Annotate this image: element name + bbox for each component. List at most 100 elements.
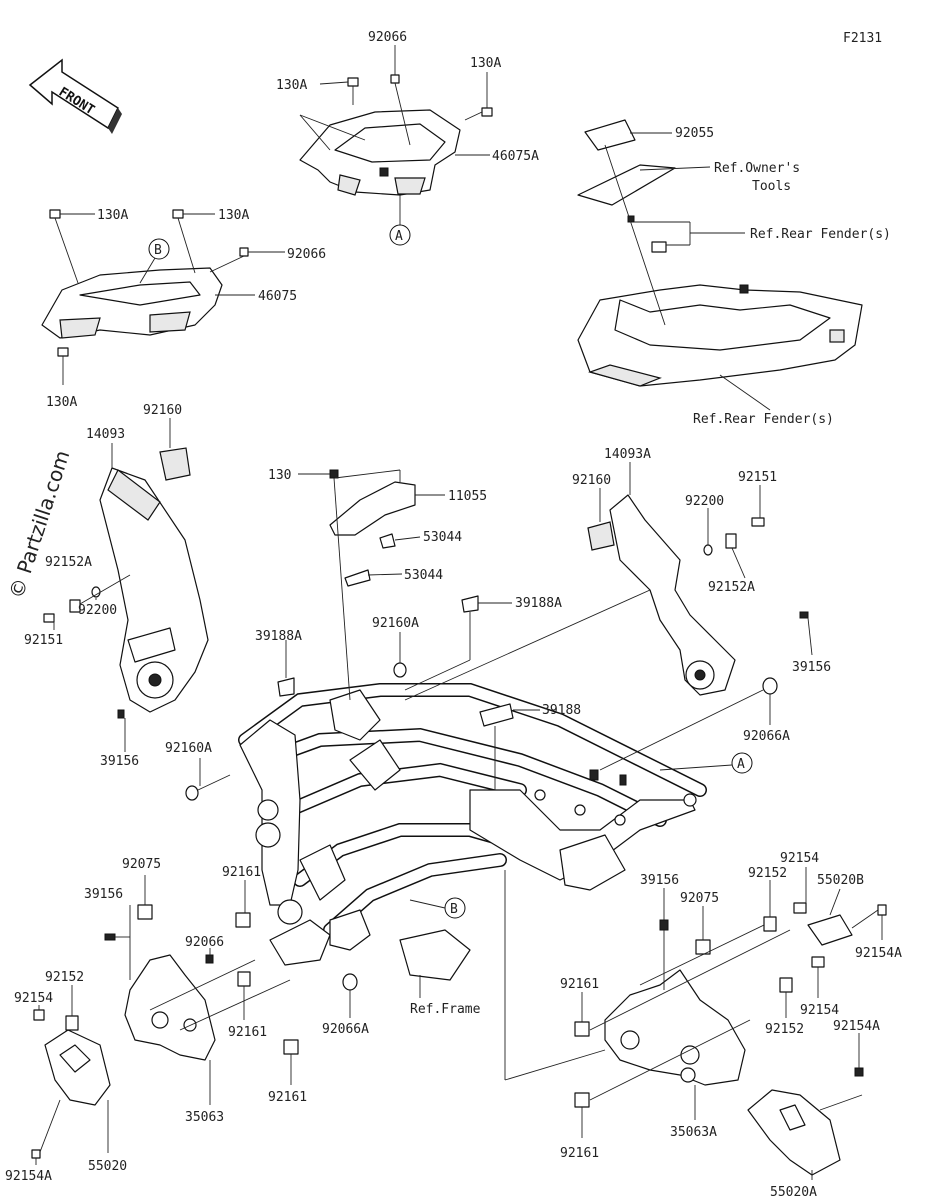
rubber-39188-icon [479,703,514,727]
label-53044-a: 53044 [423,530,462,545]
main-frame-drawing [238,683,707,981]
ref-rear-fender-1: Ref.Rear Fender(s) [750,227,891,242]
label-92152-right-1: 92152 [748,866,787,881]
collar-92161-c-icon [283,1039,299,1055]
pin-39156-right-icon [799,611,809,619]
bushing-92152a-left-icon [69,599,81,613]
label-92151-right: 92151 [738,470,777,485]
guard-55020a-drawing [747,1089,841,1176]
collar-92200-left-icon [91,586,101,598]
callout-a-frame: A [731,752,753,774]
nut-92066-left-icon [239,247,249,257]
grommet-92160a-top-icon [393,662,407,678]
bolt-130a-left-1-icon [49,209,61,219]
label-92066-top: 92066 [368,30,407,45]
rear-fender-drawing [577,284,863,387]
bolt-92154a-right-2-icon [854,1067,864,1077]
bracket-46075-drawing [41,267,223,339]
callout-a-top: A [389,224,411,246]
label-92160-left: 92160 [143,403,182,418]
label-53044-b: 53044 [404,568,443,583]
svg-text:A: A [737,757,745,772]
side-cover-14093-drawing [99,467,209,713]
bushing-92075-left-icon [137,904,153,920]
guard-55020b-drawing [807,914,853,946]
svg-text:B: B [450,902,458,917]
grommet-92160a-bottom-icon [185,785,199,801]
bracket-46075a-drawing [299,109,461,196]
label-92066: 92066 [185,935,224,950]
label-39156-bottom-left: 39156 [84,887,123,902]
callout-b-top: B [148,238,170,260]
label-92161-e: 92161 [560,1146,599,1161]
label-39156-bottom-right: 39156 [640,873,679,888]
label-39188: 39188 [542,703,581,718]
label-39156-right: 39156 [792,660,831,675]
bolt-92154-right-1-icon [793,902,807,914]
bolt-92154-left-icon [33,1009,45,1021]
bolt-130a-top-right-icon [464,107,493,121]
front-arrow-icon: FRONT [28,58,122,134]
label-11055: 11055 [448,489,487,504]
label-92075-left: 92075 [122,857,161,872]
label-92055: 92055 [675,126,714,141]
label-46075: 46075 [258,289,297,304]
label-46075a: 46075A [492,149,539,164]
label-92154a-right-2: 92154A [833,1019,880,1034]
label-92152-left: 92152 [45,970,84,985]
pin-39156-bottom-right-icon [659,919,669,931]
label-130a-left-2: 130A [218,208,249,223]
svg-text:A: A [395,229,403,244]
nut-92066-bottom-icon [205,954,214,964]
footrest-bracket-35063-drawing [124,954,216,1061]
label-92160a-bottom: 92160A [165,741,212,756]
label-92154a-left: 92154A [5,1169,52,1184]
guard-55020-drawing [44,1029,111,1106]
footrest-bracket-35063a-drawing [604,969,746,1086]
label-39188a-right: 39188A [515,596,562,611]
label-130a-top-right: 130A [470,56,501,71]
plate-11055-drawing [329,481,416,536]
side-cover-14093a-drawing [609,494,736,696]
bushing-92152-left-icon [65,1015,79,1031]
svg-text:B: B [154,243,162,258]
label-92200-left: 92200 [78,603,117,618]
label-92152a-right: 92152A [708,580,755,595]
ref-owners-tools-line2: Tools [752,179,791,194]
pin-39156-left-icon [117,709,125,719]
label-92066-left: 92066 [287,247,326,262]
label-92152-right-2: 92152 [765,1022,804,1037]
bolt-92154a-left-icon [31,1149,41,1159]
label-92161-a: 92161 [222,865,261,880]
label-92075-right: 92075 [680,891,719,906]
bolt-92151-right-icon [751,517,765,527]
label-92152a-left: 92152A [45,555,92,570]
tool-tray-92055-drawing [577,119,676,206]
label-39156-left: 39156 [100,754,139,769]
label-55020a: 55020A [770,1185,817,1200]
damper-53044-b-icon [344,569,371,587]
callout-b-frame: B [444,897,466,919]
nut-92066-top-icon [390,74,400,84]
label-130a-left-1: 130A [97,208,128,223]
bushing-92152a-right-icon [725,533,737,549]
watermark: © Partzilla.com [4,447,75,601]
bolt-130a-left-2-icon [172,209,184,219]
label-92160a-top: 92160A [372,616,419,631]
label-92154-right-1: 92154 [780,851,819,866]
label-92161-b: 92161 [228,1025,267,1040]
collar-92161-b-icon [237,971,251,987]
label-92160-right: 92160 [572,473,611,488]
label-92200-right: 92200 [685,494,724,509]
bolt-130a-top-left-icon [347,77,359,105]
pad-92160-left-icon [159,447,191,481]
label-92161-c: 92161 [268,1090,307,1105]
bushing-92152-right-1-icon [763,916,777,932]
collar-92200-right-icon [703,544,713,556]
grommet-92066a-bottom-icon [342,973,358,991]
label-92154a-right-1: 92154A [855,946,902,961]
label-35063: 35063 [185,1110,224,1125]
label-92154-left: 92154 [14,991,53,1006]
bushing-92152-right-2-icon [779,977,793,993]
